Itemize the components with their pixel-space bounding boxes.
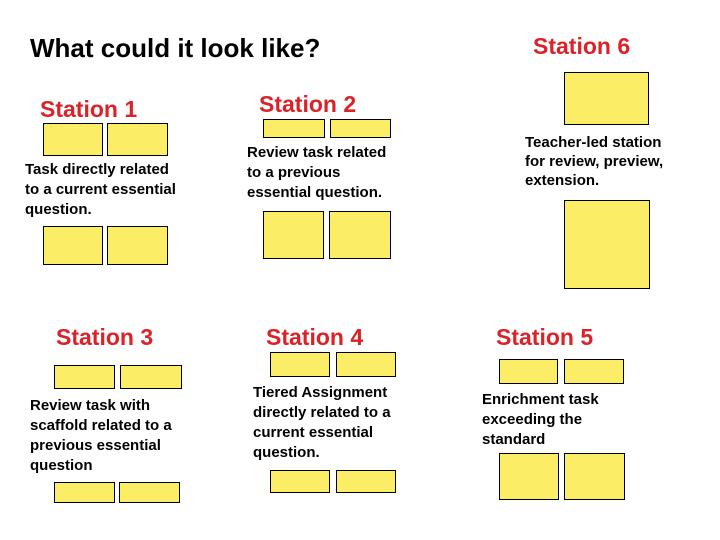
station-1-desk-top-right <box>107 123 168 156</box>
station-1-desk-bottom-right <box>107 226 168 265</box>
description-line: exceeding the <box>482 411 583 428</box>
station-5-description: Enrichment task exceeding the standard <box>482 390 599 450</box>
station-5-heading: Station 5 <box>496 324 594 350</box>
station-3-desk-bottom-right <box>119 482 180 503</box>
station-2-desk-bottom-right <box>329 211 391 259</box>
station-3-desk-top-left <box>54 365 115 389</box>
description-line: Review task related <box>247 144 387 161</box>
slide-title: What could it look like? <box>30 33 321 63</box>
station-4-desk-bottom-left <box>270 470 330 493</box>
station-6-heading: Station 6 <box>533 33 631 59</box>
station-5-desk-bottom-left <box>499 453 559 500</box>
description-line: Review task with <box>30 397 151 414</box>
station-5-desk-bottom-right <box>564 453 625 500</box>
description-line: Enrichment task <box>482 391 599 408</box>
description-line: Task directly related <box>25 161 169 178</box>
station-4-desk-top-left <box>270 352 330 377</box>
station-1-description: Task directly related to a current essen… <box>25 160 176 220</box>
description-line: to a current essential <box>25 181 176 198</box>
station-3-desk-top-right <box>120 365 182 389</box>
station-6-description: Teacher-led station for review, preview,… <box>525 133 663 190</box>
station-4-desk-bottom-right <box>336 470 396 493</box>
station-3-heading: Station 3 <box>56 324 154 350</box>
description-line: standard <box>482 431 546 448</box>
station-4-desk-top-right <box>336 352 396 377</box>
description-line: directly related to a <box>253 404 391 421</box>
station-2-description: Review task related to a previous essent… <box>247 143 386 203</box>
station-6-desk-bottom <box>564 200 650 289</box>
description-line: question. <box>25 201 92 218</box>
station-2-desk-top-right <box>330 119 391 138</box>
station-3-desk-bottom-left <box>54 482 115 503</box>
station-2-heading: Station 2 <box>259 91 357 117</box>
description-line: Tiered Assignment <box>253 384 388 401</box>
description-line: question <box>30 457 93 474</box>
description-line: question. <box>253 444 320 461</box>
description-line: essential question. <box>247 184 383 201</box>
station-6-desk-top <box>564 72 649 125</box>
station-4-description: Tiered Assignment directly related to a … <box>253 383 391 463</box>
station-2-desk-bottom-left <box>263 211 324 259</box>
description-line: previous essential <box>30 437 161 454</box>
description-line: current essential <box>253 424 374 441</box>
description-line: extension. <box>525 172 600 189</box>
station-1-heading: Station 1 <box>40 96 138 122</box>
description-line: for review, preview, <box>525 153 664 170</box>
station-2-desk-top-left <box>263 119 325 138</box>
description-line: Teacher-led station <box>525 134 662 151</box>
station-5-desk-top-right <box>564 359 624 384</box>
description-line: to a previous <box>247 164 341 181</box>
station-4-heading: Station 4 <box>266 324 364 350</box>
station-3-description: Review task with scaffold related to a p… <box>30 396 172 476</box>
description-line: scaffold related to a <box>30 417 172 434</box>
station-1-desk-top-left <box>43 123 103 156</box>
station-5-desk-top-left <box>499 359 558 384</box>
station-1-desk-bottom-left <box>43 226 103 265</box>
